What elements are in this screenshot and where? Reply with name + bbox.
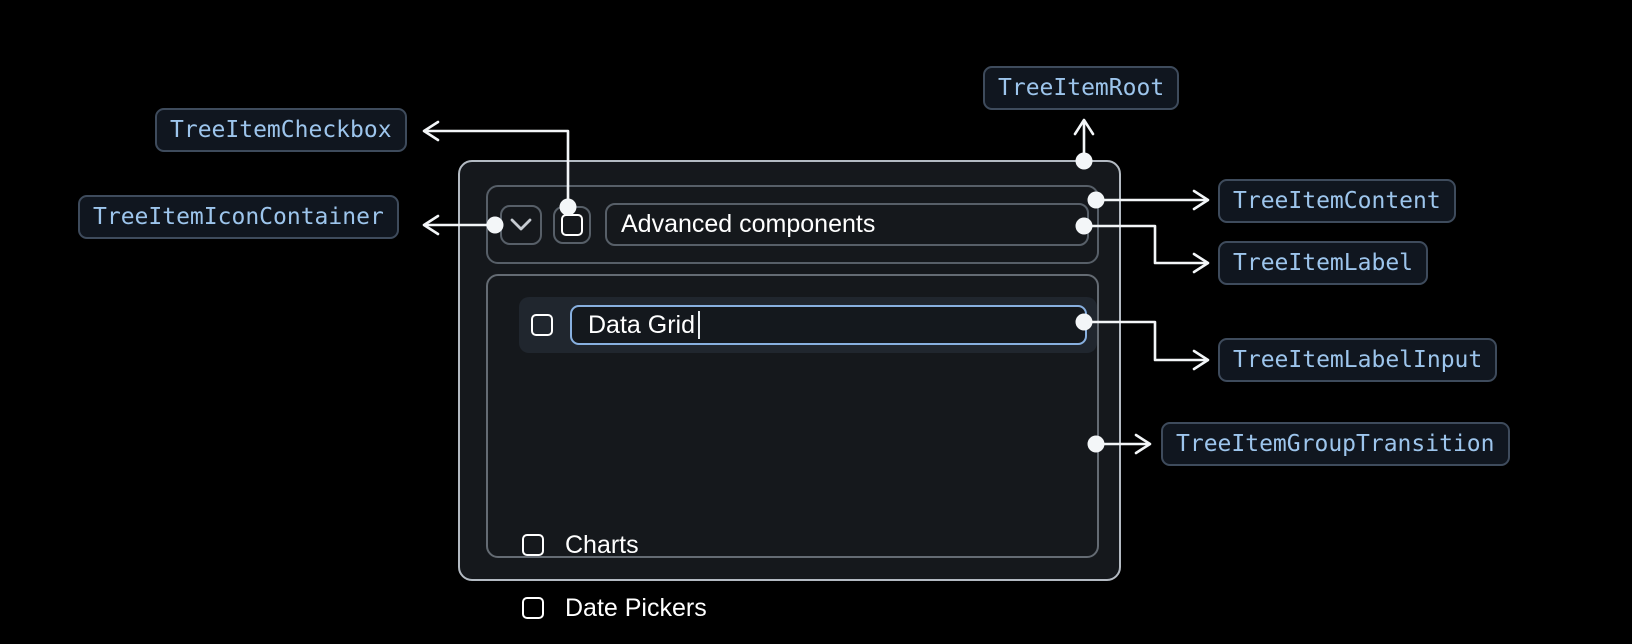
tree-item-checkbox[interactable] bbox=[553, 205, 591, 244]
tree-item-row[interactable]: Date Pickers bbox=[522, 593, 707, 622]
checkbox-unchecked-icon[interactable] bbox=[522, 534, 544, 556]
anatomy-label-tree-item-icon-container: TreeItemIconContainer bbox=[78, 195, 399, 239]
arrow-left-icon bbox=[422, 214, 440, 236]
checkbox-unchecked-icon[interactable] bbox=[531, 314, 553, 336]
arrow-left-icon bbox=[422, 120, 440, 142]
tree-item-root: Advanced components Data Grid Charts Dat… bbox=[458, 160, 1121, 622]
arrow-right-icon bbox=[1192, 349, 1210, 371]
tree-item-label-input[interactable]: Data Grid bbox=[570, 305, 1087, 345]
arrow-right-icon bbox=[1192, 189, 1210, 211]
anatomy-label-tree-item-group-transition: TreeItemGroupTransition bbox=[1161, 422, 1510, 466]
arrow-right-icon bbox=[1134, 433, 1152, 455]
checkbox-unchecked-icon bbox=[561, 213, 583, 236]
tree-item-content[interactable]: Advanced components bbox=[486, 185, 1099, 264]
tree-item-label: Advanced components bbox=[605, 203, 1089, 246]
anatomy-label-tree-item-checkbox: TreeItemCheckbox bbox=[155, 108, 407, 152]
tree-item-icon-container[interactable] bbox=[500, 204, 542, 245]
tree-item-label-text: Date Pickers bbox=[565, 593, 707, 622]
anatomy-label-tree-item-root: TreeItemRoot bbox=[983, 66, 1180, 110]
tree-item-group-transition: Data Grid bbox=[486, 274, 1099, 558]
tree-item-label-text: Charts bbox=[565, 530, 639, 559]
checkbox-unchecked-icon[interactable] bbox=[522, 597, 544, 619]
label-input-value: Data Grid bbox=[588, 310, 695, 339]
anatomy-label-tree-item-label-input: TreeItemLabelInput bbox=[1218, 338, 1498, 382]
chevron-down-icon bbox=[510, 218, 532, 230]
parent-label-text: Advanced components bbox=[621, 210, 876, 238]
text-cursor bbox=[697, 311, 700, 339]
arrow-right-icon bbox=[1192, 252, 1210, 274]
anatomy-label-tree-item-label: TreeItemLabel bbox=[1218, 241, 1429, 285]
arrow-up-icon bbox=[1073, 118, 1095, 136]
tree-item-row-editing[interactable]: Data Grid bbox=[519, 297, 1097, 353]
tree-item-row[interactable]: Charts bbox=[522, 530, 639, 559]
anatomy-label-tree-item-content: TreeItemContent bbox=[1218, 179, 1456, 223]
